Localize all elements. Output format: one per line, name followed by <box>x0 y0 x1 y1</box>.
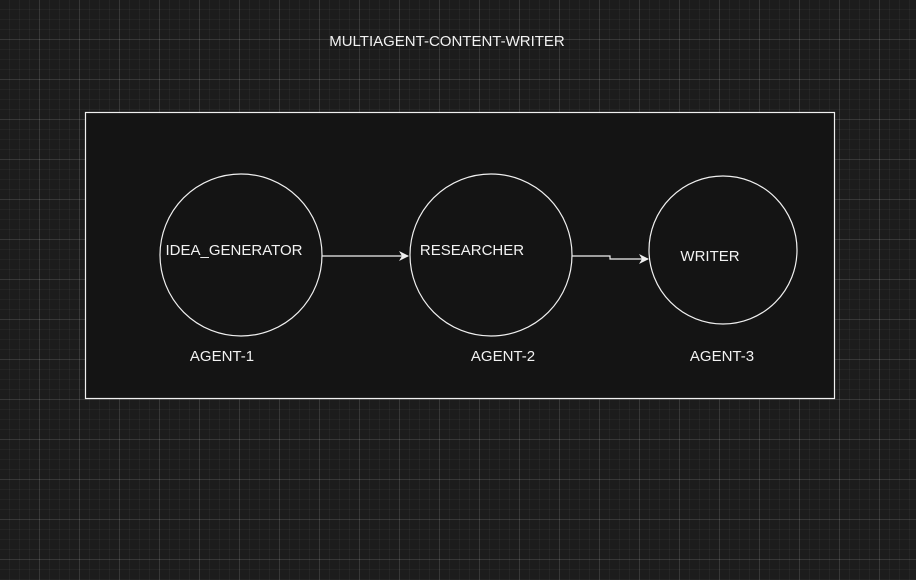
edge-researcher-to-writer[interactable] <box>572 254 649 264</box>
agent-node-writer-label: WRITER <box>680 248 739 265</box>
agent-caption-1: AGENT-1 <box>190 348 254 365</box>
agent-node-researcher[interactable] <box>409 173 573 337</box>
agent-node-writer[interactable] <box>648 175 798 325</box>
agent-caption-3: AGENT-3 <box>690 348 754 365</box>
agent-node-idea-generator-label: IDEA_GENERATOR <box>166 242 303 259</box>
agent-node-idea-generator[interactable] <box>159 173 323 337</box>
agent-node-researcher-label: RESEARCHER <box>420 242 524 259</box>
agent-caption-2: AGENT-2 <box>471 348 535 365</box>
diagram-title[interactable]: MULTIAGENT-CONTENT-WRITER <box>329 33 565 50</box>
